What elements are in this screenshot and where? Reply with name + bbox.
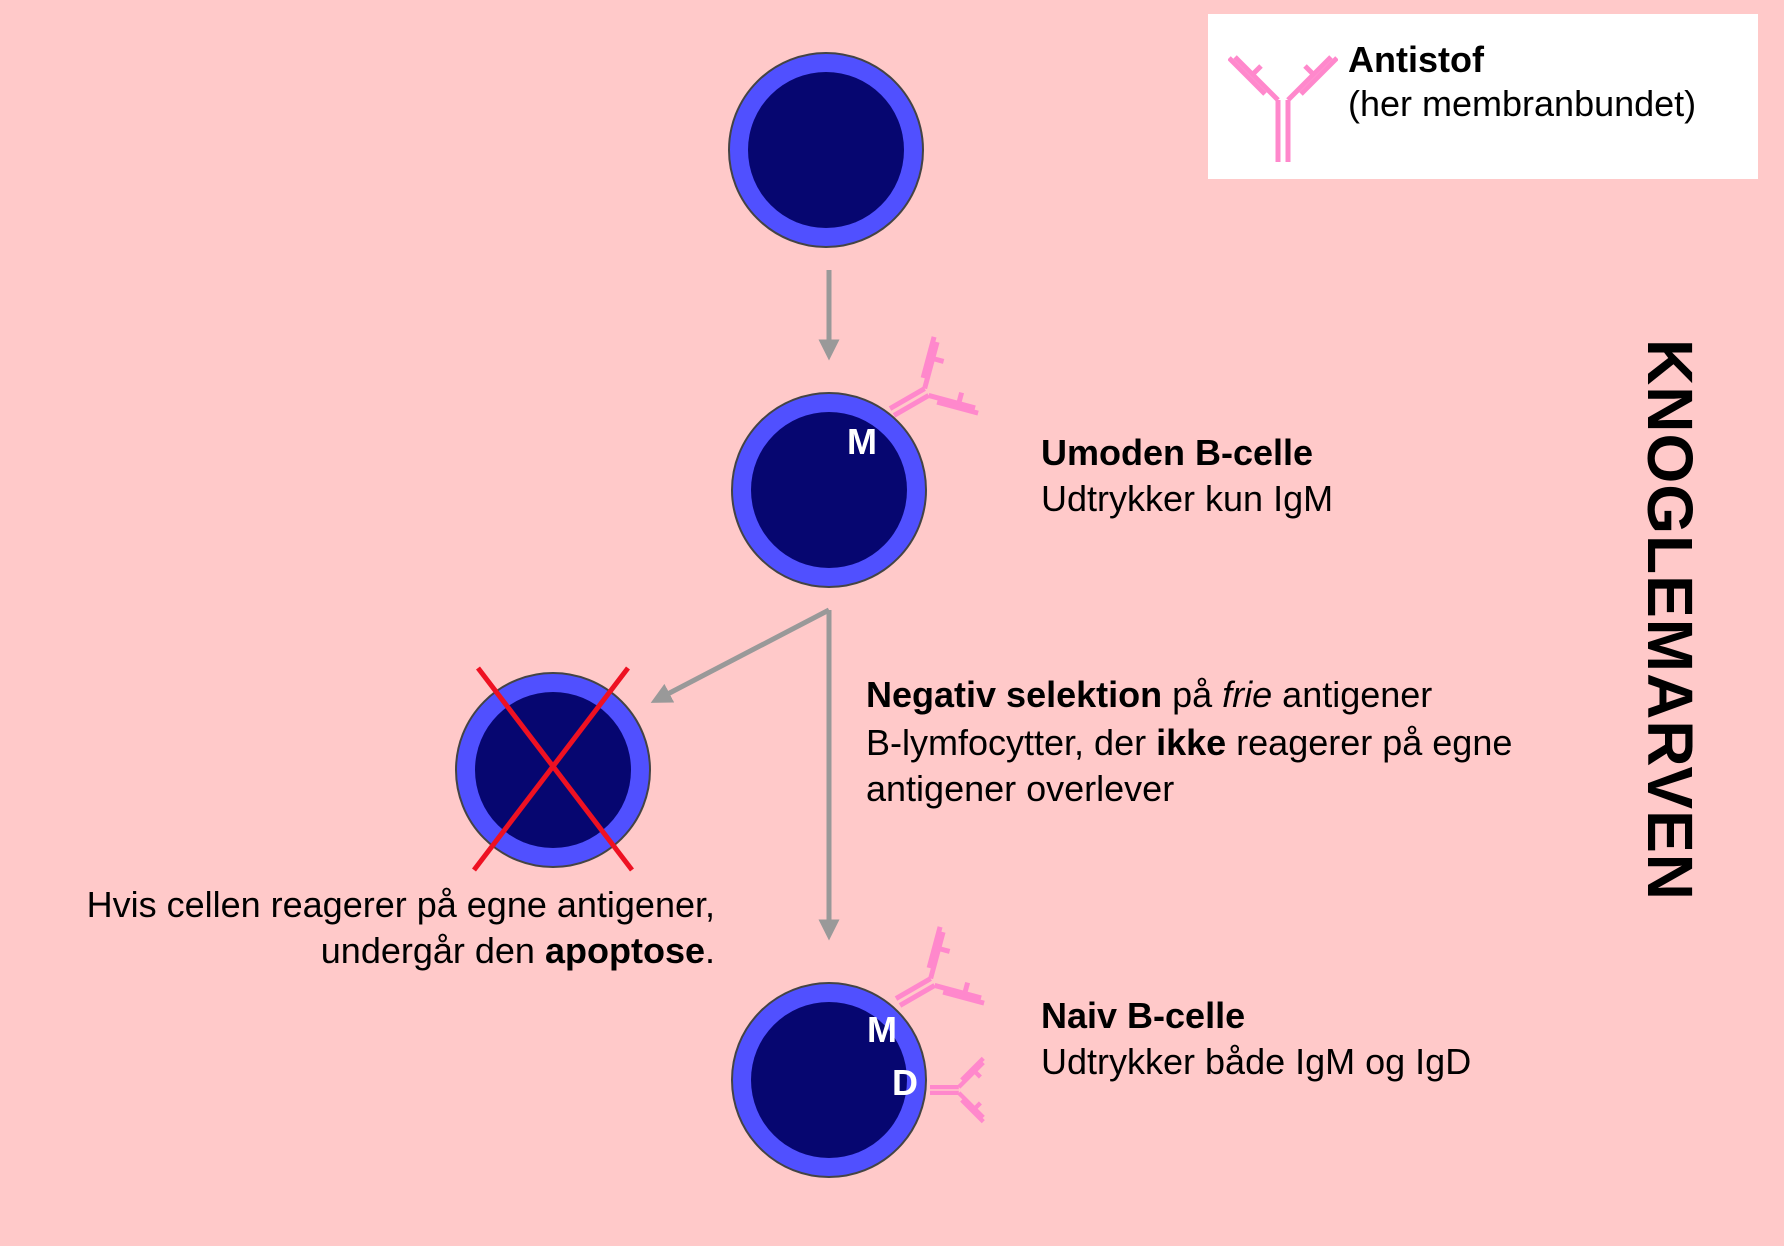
selection-line2-bold: ikke <box>1156 722 1227 763</box>
igm-antibody-icon <box>888 336 979 418</box>
selection-end: antigener <box>1272 674 1433 715</box>
apoptosis-line-2: undergår den apoptose. <box>321 928 715 974</box>
selection-italic: frie <box>1222 674 1273 715</box>
selection-line-3: antigener overlever <box>866 768 1175 809</box>
arrow-to-apoptosis <box>650 607 831 703</box>
region-label: KNOGLEMARVEN <box>1634 339 1706 901</box>
selection-line-1: Negativ selektion på frie antigener <box>866 672 1432 718</box>
selection-mid: på <box>1162 674 1223 715</box>
legend: Antistof (her membranbundet) <box>1208 14 1758 179</box>
immature-b-cell: M <box>731 392 927 588</box>
apoptosis-line2-b: . <box>704 930 715 971</box>
igm-marker: M <box>847 421 877 462</box>
cross-icon <box>472 666 634 872</box>
antibody-icon <box>1228 55 1338 162</box>
igm-marker: M <box>867 1009 897 1050</box>
naive-desc: Udtrykker både IgM og IgD <box>1041 1041 1472 1082</box>
selection-line2-b: reagerer på egne <box>1226 722 1513 763</box>
immature-desc: Udtrykker kun IgM <box>1041 478 1334 519</box>
igd-antibody-icon <box>930 1056 985 1124</box>
immature-title: Umoden B-celle <box>1041 432 1314 473</box>
selection-line2-a: B-lymfocytter, der <box>866 722 1157 763</box>
selection-bold: Negativ selektion <box>866 674 1163 715</box>
igd-marker: D <box>892 1062 918 1103</box>
apoptosis-line-1: Hvis cellen reagerer på egne antigener, <box>86 884 715 925</box>
naive-title: Naiv B-celle <box>1041 995 1246 1036</box>
legend-title: Antistof <box>1348 39 1484 80</box>
apoptosis-bold: apoptose <box>544 930 705 971</box>
naive-b-cell: M D <box>731 982 927 1178</box>
selection-line-2: B-lymfocytter, der ikke reagerer på egne <box>866 720 1512 766</box>
igm-antibody-icon <box>894 926 985 1008</box>
progenitor-cell <box>728 52 924 248</box>
legend-subtitle: (her membranbundet) <box>1348 83 1697 124</box>
apoptosis-line2-a: undergår den <box>320 930 545 971</box>
